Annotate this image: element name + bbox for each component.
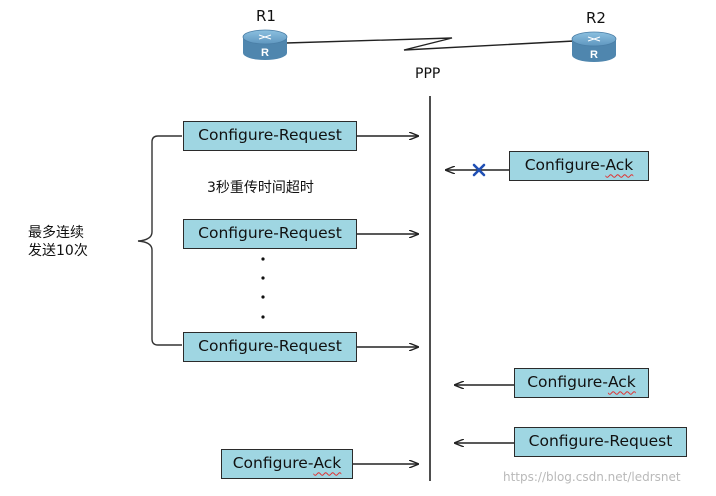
right-lost-ack-box: Configure-Ack bbox=[509, 151, 649, 181]
router-r2-icon: R bbox=[571, 31, 617, 62]
ppp-link bbox=[285, 37, 575, 51]
watermark: https://blog.csdn.net/ledrsnet bbox=[503, 470, 681, 484]
svg-text:R: R bbox=[261, 47, 269, 59]
ellipsis-dots bbox=[261, 257, 265, 319]
router-r1-label: R1 bbox=[256, 7, 276, 25]
router-r2-label: R2 bbox=[586, 9, 606, 27]
brace-note: 最多连续 发送10次 bbox=[28, 224, 88, 260]
ack-suffix: Ack bbox=[607, 373, 636, 392]
brace-note-line2: 发送10次 bbox=[28, 243, 88, 259]
right-ack-box: Configure-Ack bbox=[514, 368, 649, 398]
left-final-ack-box: Configure-Ack bbox=[221, 449, 353, 479]
left-request-box-3: Configure-Request bbox=[183, 332, 357, 362]
router-r1-icon: R bbox=[242, 29, 288, 60]
timeout-note: 3秒重传时间超时 bbox=[207, 180, 314, 196]
ack-prefix: Configure- bbox=[527, 373, 608, 392]
left-request-box-2: Configure-Request bbox=[183, 219, 357, 249]
left-request-box-1: Configure-Request bbox=[183, 121, 357, 151]
lost-ack-suffix: Ack bbox=[605, 156, 634, 175]
final-ack-suffix: Ack bbox=[313, 454, 342, 473]
svg-text:R: R bbox=[590, 49, 598, 61]
right-request-box: Configure-Request bbox=[514, 427, 687, 457]
lost-ack-prefix: Configure- bbox=[524, 156, 606, 175]
brace-note-line1: 最多连续 bbox=[28, 225, 84, 241]
final-ack-prefix: Configure- bbox=[232, 454, 314, 473]
lost-marker-icon bbox=[472, 163, 486, 177]
ppp-label: PPP bbox=[415, 66, 441, 82]
retry-brace bbox=[137, 135, 182, 346]
